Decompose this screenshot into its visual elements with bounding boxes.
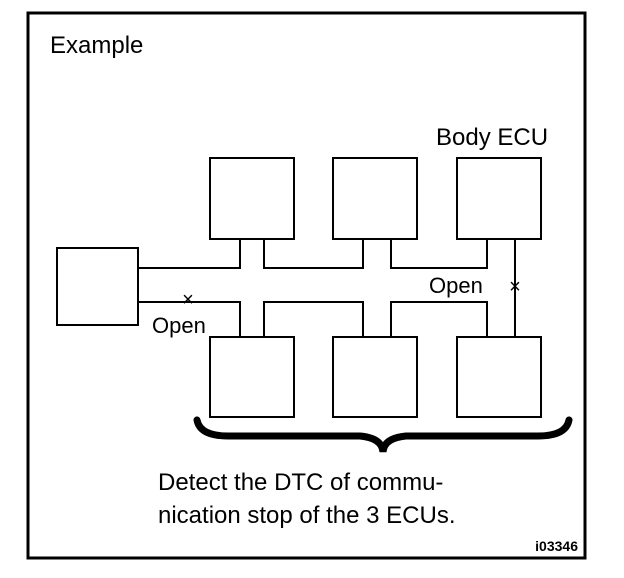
bus-line-lower bbox=[138, 239, 516, 337]
open-mark-right: × bbox=[509, 276, 521, 298]
open-mark-left: × bbox=[182, 289, 194, 311]
ecu-box-bottom-1 bbox=[209, 336, 295, 418]
body-ecu-label: Body ECU bbox=[436, 124, 548, 151]
grouping-brace bbox=[193, 416, 573, 453]
figure-title: Example bbox=[50, 32, 143, 59]
ecu-box-top-2 bbox=[332, 157, 418, 240]
figure-frame bbox=[26, 11, 587, 560]
open-label-left: Open bbox=[152, 313, 206, 338]
figure-id: i03346 bbox=[535, 538, 578, 554]
caption-line-2: nication stop of the 3 ECUs. bbox=[158, 502, 456, 529]
ecu-box-top-1 bbox=[209, 157, 295, 240]
open-label-right: Open bbox=[429, 273, 483, 298]
bus-line-upper bbox=[138, 239, 488, 269]
ecu-box-left bbox=[56, 247, 139, 326]
ecu-box-body-ecu bbox=[456, 157, 542, 240]
ecu-box-bottom-3 bbox=[456, 336, 542, 418]
caption-line-1: Detect the DTC of commu- bbox=[158, 469, 443, 496]
ecu-box-bottom-2 bbox=[332, 336, 418, 418]
